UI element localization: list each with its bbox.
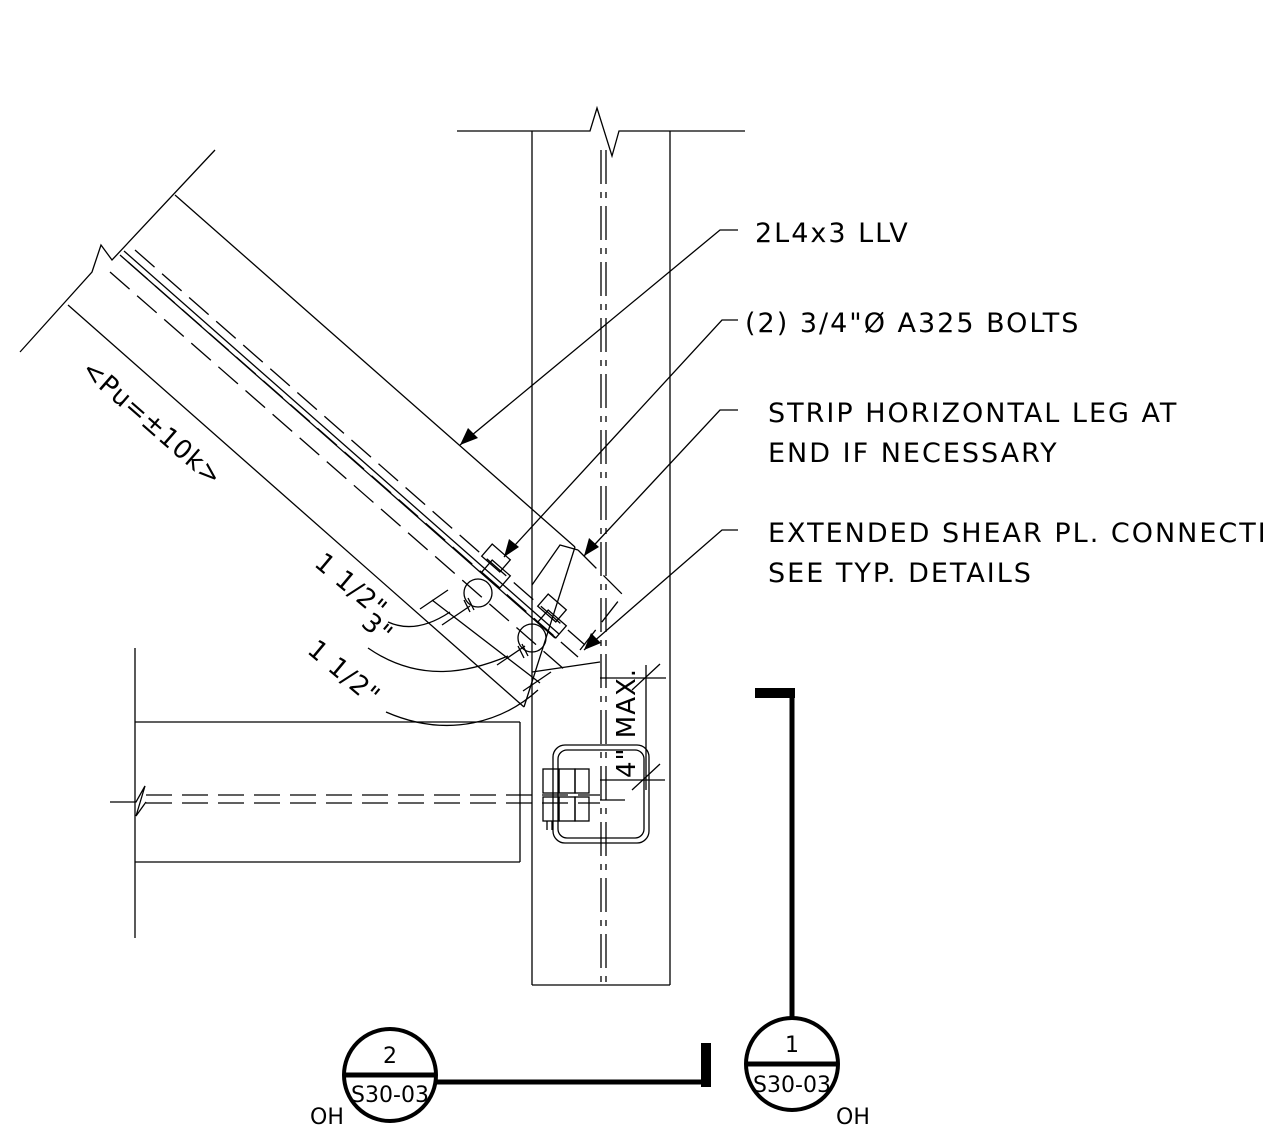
note-strip-line1: STRIP HORIZONTAL LEG AT <box>768 398 1178 429</box>
note-brace-size: 2L4x3 LLV <box>755 218 910 249</box>
max-gap-dimension <box>600 663 666 791</box>
brace-dimensions <box>367 589 552 727</box>
note-shear-line1: EXTENDED SHEAR PL. CONNECTION <box>768 518 1263 549</box>
dim-max-gap: 4" MAX. <box>612 668 642 778</box>
section-sheet: S30-03 <box>351 1083 429 1108</box>
shear-tab <box>552 744 665 844</box>
beam-bolt <box>542 796 590 830</box>
dim-edge-bottom: 1 1/2" <box>302 634 386 711</box>
section-number: 2 <box>383 1044 397 1069</box>
section-marker-2: 2 S30-03 OH <box>310 1027 438 1130</box>
diagonal-brace <box>19 149 586 708</box>
section-side: OH <box>836 1105 870 1130</box>
brace-bolt-group <box>463 543 568 659</box>
leader-lines <box>459 229 738 651</box>
note-shear-line2: SEE TYP. DETAILS <box>768 558 1033 589</box>
note-strip-line2: END IF NECESSARY <box>768 438 1059 469</box>
beam-bolt-group <box>542 768 590 830</box>
gusset-plate <box>531 544 624 673</box>
column <box>457 105 745 986</box>
brace-bolt <box>517 593 568 659</box>
section-side: OH <box>310 1105 344 1130</box>
beam <box>110 648 600 938</box>
note-bolts: (2) 3/4"Ø A325 BOLTS <box>745 308 1080 339</box>
brace-bolt <box>463 543 512 613</box>
section-cut-lines <box>436 688 795 1087</box>
beam-bolt <box>542 768 590 794</box>
section-sheet: S30-03 <box>753 1073 831 1098</box>
brace-force-label: <Pu=±10k> <box>75 355 227 493</box>
section-marker-1: 1 S30-03 OH <box>744 1016 870 1130</box>
section-number: 1 <box>785 1033 799 1058</box>
